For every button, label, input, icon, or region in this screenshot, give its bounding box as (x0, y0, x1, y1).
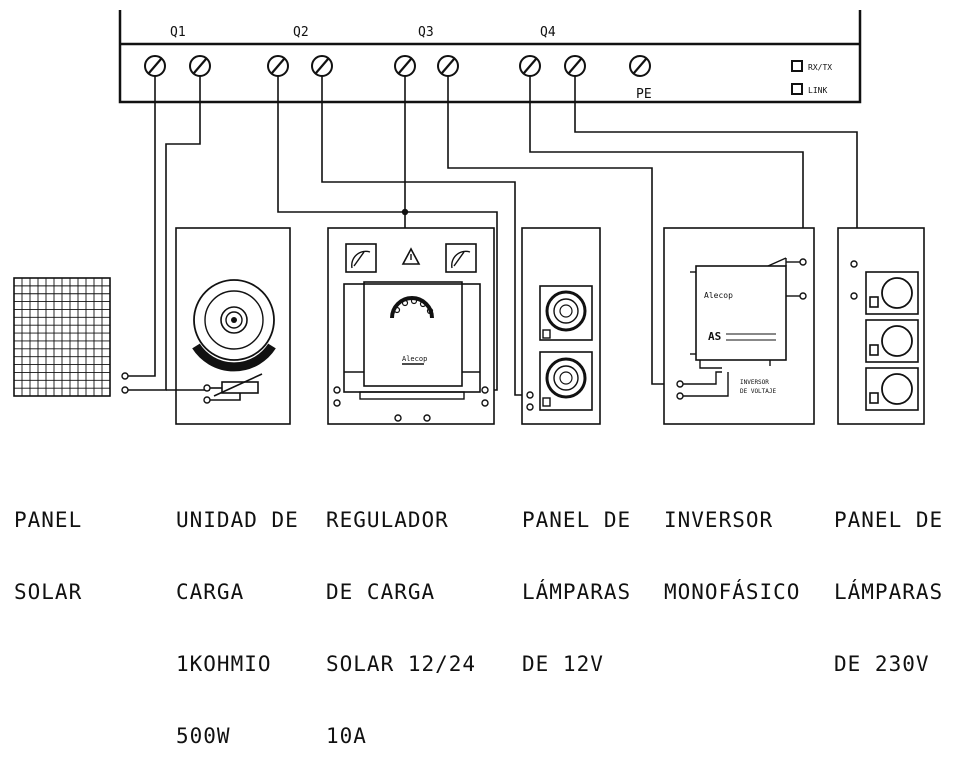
terminal-screw-icon (437, 55, 459, 77)
wire-junction-dot (401, 208, 409, 216)
link-label: LINK (808, 86, 827, 95)
lamp-icon (881, 277, 913, 309)
charge-regulator-module: Alecop (327, 227, 495, 425)
terminal-label-q1: Q1 (170, 25, 186, 40)
terminal-label-q4: Q4 (540, 25, 556, 40)
switch-icon (542, 329, 551, 339)
terminal-screw-icon (189, 55, 211, 77)
terminal-screw-icon (564, 55, 586, 77)
terminal-screw-icon (629, 55, 651, 77)
caption-load-unit: UNIDAD DE CARGA 1KOHMIO 500W (176, 508, 299, 748)
caption-solar-panel: PANEL SOLAR (14, 508, 83, 604)
rxtx-led-icon (791, 60, 803, 72)
switch-icon (869, 344, 879, 356)
caption-lamp-panel-12v: PANEL DE LÁMPARAS DE 12V (522, 508, 632, 676)
lamp-icon (545, 290, 587, 332)
regulator-brand-logo: Alecop (402, 355, 427, 363)
warning-icon (401, 247, 421, 265)
inverter-brand-logo: Alecop (704, 291, 733, 300)
terminal-screw-icon (267, 55, 289, 77)
terminal-screw-icon (311, 55, 333, 77)
lamp-icon (881, 325, 913, 357)
inverter-inner-label-2: DE VOLTAJE (740, 388, 777, 395)
terminal-screw-icon (144, 55, 166, 77)
lamp-icon (881, 373, 913, 405)
caption-regulator: REGULADOR DE CARGA SOLAR 12/24 10A (326, 508, 477, 748)
lamp-icon (545, 357, 587, 399)
terminal-label-q2: Q2 (293, 25, 309, 40)
terminal-label-q3: Q3 (418, 25, 434, 40)
solar-panel-icon (13, 277, 129, 397)
lamp-panel-12v-module (521, 227, 601, 425)
rxtx-label: RX/TX (808, 63, 832, 72)
terminal-screw-icon (394, 55, 416, 77)
terminal-label-pe: PE (636, 87, 652, 102)
terminal-screw-icon (519, 55, 541, 77)
inverter-module: Alecop AS INVERSOR DE VOLTAJE (663, 227, 815, 425)
meter-icon (445, 243, 477, 273)
caption-inverter: INVERSOR MONOFÁSICO (664, 508, 801, 604)
load-unit-module (166, 227, 291, 425)
caption-lamp-panel-230v: PANEL DE LÁMPARAS DE 230V (834, 508, 944, 676)
switch-icon (869, 392, 879, 404)
inverter-inner-label-1: INVERSOR (740, 379, 769, 386)
wiring-diagram: Q1 Q2 Q3 Q4 PE RX/TX LINK (13, 10, 925, 425)
svg-text:AS: AS (708, 330, 721, 343)
switch-icon (542, 397, 551, 407)
variable-resistor-icon (166, 373, 263, 401)
link-led-icon (791, 83, 803, 95)
meter-icon (345, 243, 377, 273)
switch-icon (869, 296, 879, 308)
lamp-panel-230v-module (837, 227, 925, 425)
